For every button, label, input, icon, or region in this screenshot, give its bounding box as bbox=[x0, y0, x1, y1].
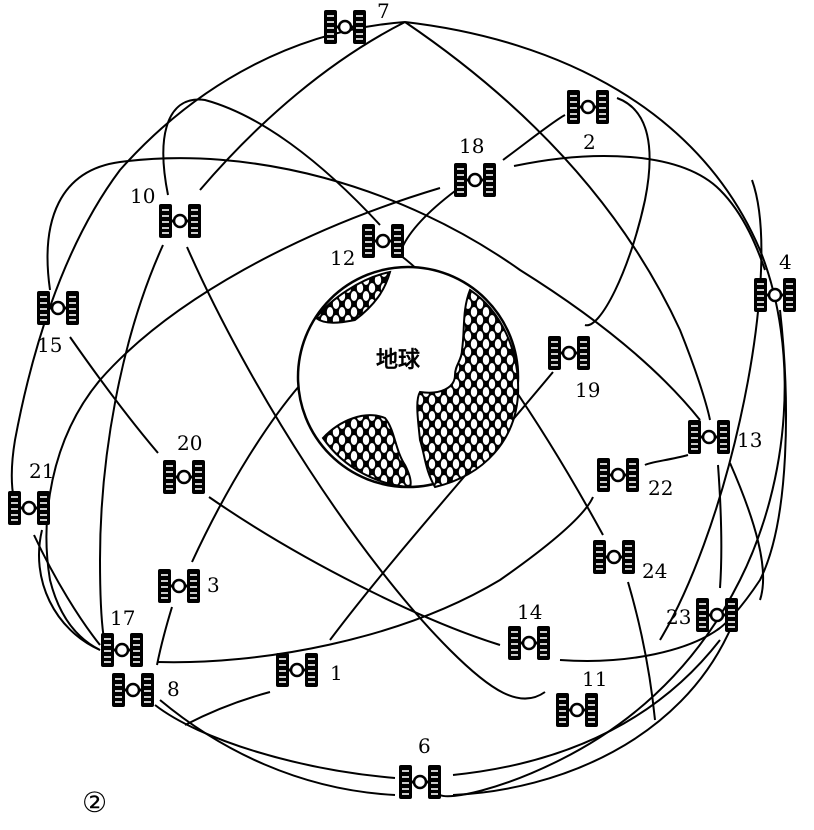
satellite-icon bbox=[686, 418, 732, 456]
satellite-icon bbox=[161, 458, 207, 496]
satellite-label: 1 bbox=[330, 661, 343, 685]
satellite-label: 20 bbox=[177, 431, 202, 455]
earth-label: 地球 bbox=[376, 348, 421, 373]
satellite-icon bbox=[156, 567, 202, 605]
satellite-20: 20 bbox=[161, 431, 207, 496]
satellite-19: 19 bbox=[546, 334, 600, 402]
satellite-icon bbox=[752, 276, 798, 314]
satellite-label: 15 bbox=[37, 333, 62, 357]
satellite-1: 1 bbox=[274, 651, 343, 689]
satellite-22: 22 bbox=[595, 456, 673, 500]
satellite-label: 24 bbox=[642, 559, 667, 583]
satellite-icon bbox=[99, 631, 145, 669]
satellite-icon bbox=[506, 624, 552, 662]
satellite-icon bbox=[360, 222, 406, 260]
satellite-14: 14 bbox=[506, 600, 552, 662]
satellite-icon bbox=[274, 651, 320, 689]
satellite-18: 18 bbox=[452, 134, 498, 199]
satellite-label: 2 bbox=[583, 130, 596, 154]
satellite-icon bbox=[6, 489, 52, 527]
satellites: 7 2 18 10 12 4 15 19 bbox=[6, 0, 798, 801]
satellite-4: 4 bbox=[752, 250, 798, 314]
satellite-label: 6 bbox=[418, 734, 431, 758]
satellite-8: 8 bbox=[110, 671, 180, 709]
satellite-11: 11 bbox=[554, 667, 607, 729]
satellite-icon bbox=[452, 161, 498, 199]
satellite-label: 3 bbox=[207, 573, 220, 597]
satellite-label: 10 bbox=[130, 184, 155, 208]
satellite-label: 23 bbox=[666, 605, 691, 629]
satellite-icon bbox=[595, 456, 641, 494]
satellite-10: 10 bbox=[130, 184, 203, 240]
satellite-icon bbox=[35, 289, 81, 327]
satellite-icon bbox=[322, 8, 368, 46]
satellite-icon bbox=[694, 596, 740, 634]
satellite-icon bbox=[565, 88, 611, 126]
satellite-icon bbox=[157, 202, 203, 240]
satellite-label: 11 bbox=[582, 667, 607, 691]
satellite-label: 22 bbox=[648, 476, 673, 500]
satellite-icon bbox=[110, 671, 156, 709]
satellite-label: 12 bbox=[330, 246, 355, 270]
satellite-12: 12 bbox=[330, 222, 406, 270]
satellite-label: 8 bbox=[167, 677, 180, 701]
satellite-label: 19 bbox=[575, 378, 600, 402]
satellite-6: 6 bbox=[397, 734, 443, 801]
satellite-icon bbox=[397, 763, 443, 801]
earth: 地球 bbox=[296, 265, 520, 489]
satellite-21: 21 bbox=[6, 459, 54, 527]
satellite-icon bbox=[554, 691, 600, 729]
satellite-17: 17 bbox=[99, 606, 145, 669]
satellite-label: 4 bbox=[779, 250, 792, 274]
satellite-icon bbox=[546, 334, 592, 372]
satellite-label: 7 bbox=[377, 0, 390, 23]
satellite-label: 17 bbox=[110, 606, 135, 630]
satellite-2: 2 bbox=[565, 88, 611, 154]
satellite-label: 21 bbox=[29, 459, 54, 483]
satellite-label: 14 bbox=[517, 600, 542, 624]
satellite-15: 15 bbox=[35, 289, 81, 357]
satellite-24: 24 bbox=[591, 538, 667, 583]
satellite-3: 3 bbox=[156, 567, 220, 605]
satellite-icon bbox=[591, 538, 637, 576]
satellite-label: 13 bbox=[737, 428, 762, 452]
satellite-13: 13 bbox=[686, 418, 762, 456]
orbit-paths bbox=[10, 21, 787, 798]
figure-number: ② bbox=[82, 786, 107, 819]
satellite-label: 18 bbox=[459, 134, 484, 158]
satellite-7: 7 bbox=[322, 0, 390, 46]
satellite-23: 23 bbox=[666, 596, 740, 634]
